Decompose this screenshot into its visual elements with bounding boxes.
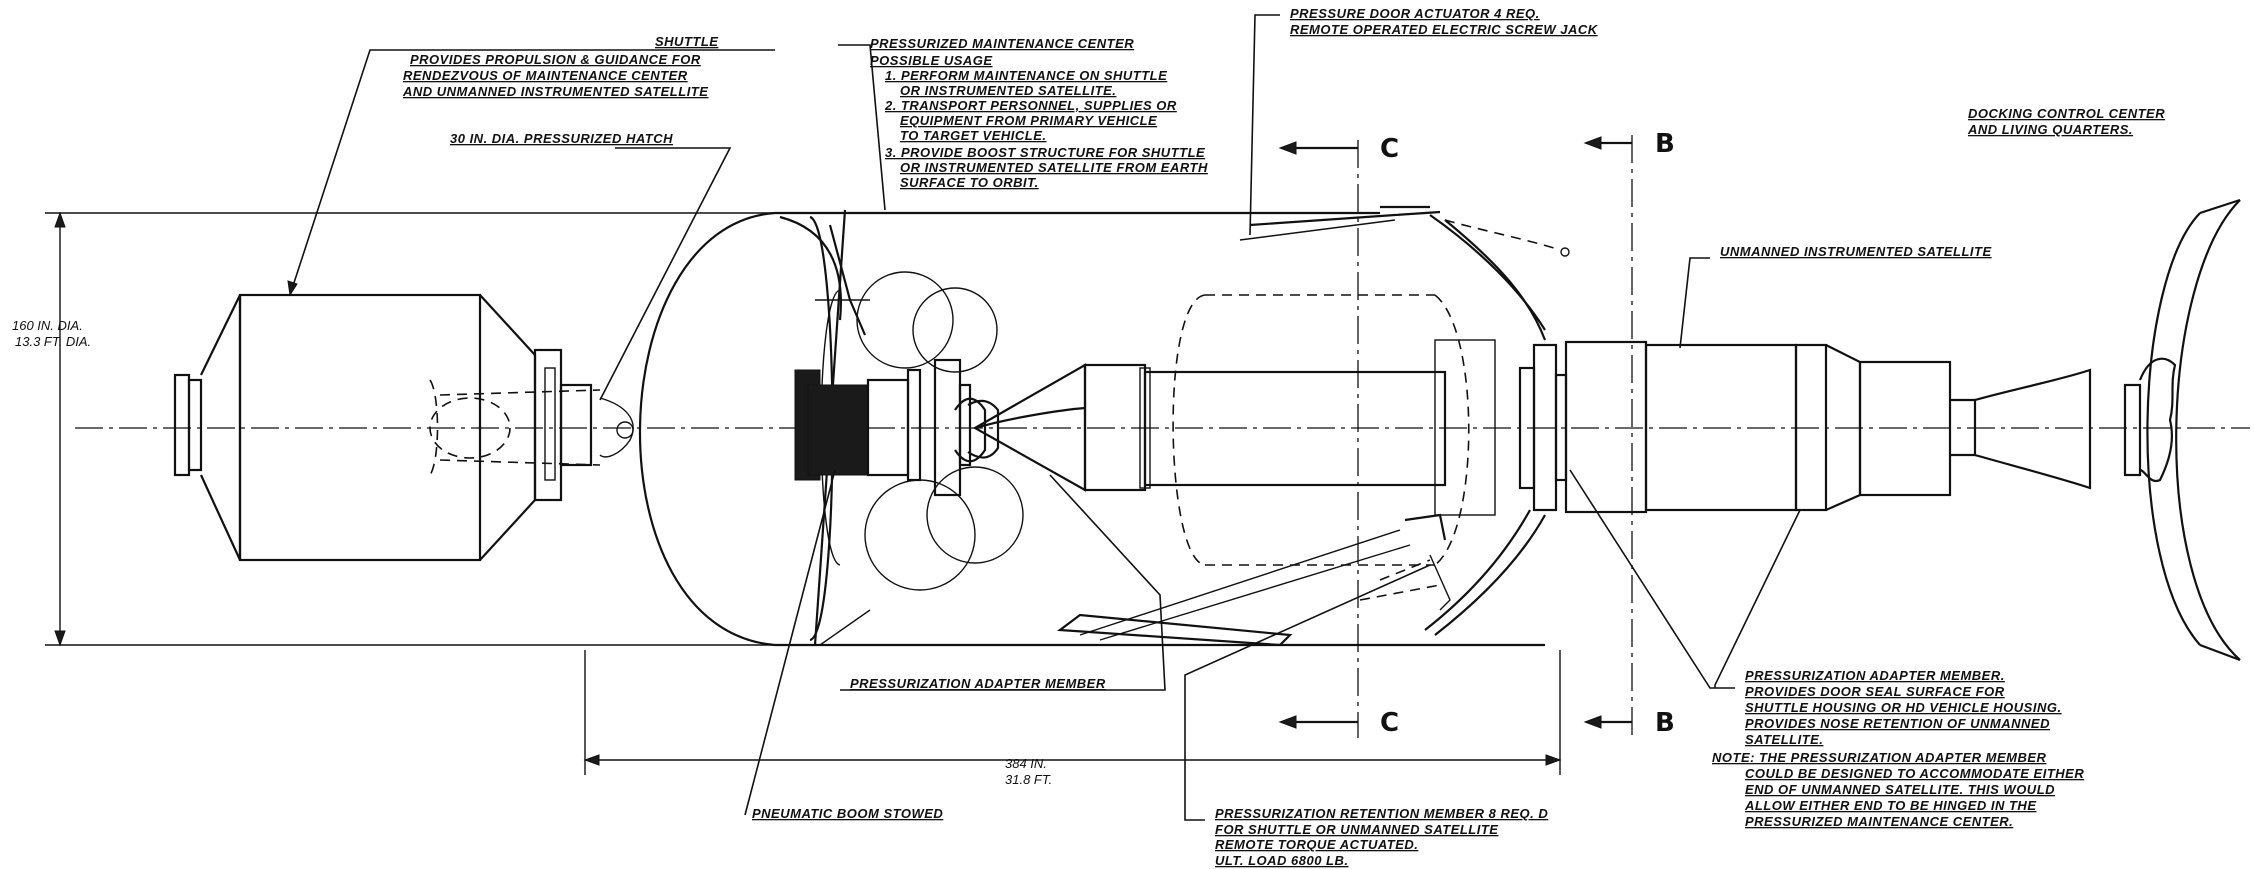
shuttle-desc-2: RENDEZVOUS OF MAINTENANCE CENTER [403, 68, 688, 83]
length-dimension [583, 650, 1562, 775]
retention-1: PRESSURIZATION RETENTION MEMBER 8 REQ. D [1215, 806, 1548, 821]
adapter-note-7: COULD BE DESIGNED TO ACCOMMODATE EITHER [1745, 766, 2084, 781]
shuttle-vehicle [173, 293, 634, 562]
adapter-note-3: SHUTTLE HOUSING OR HD VEHICLE HOUSING. [1745, 700, 2062, 715]
section-b-bottom: B [1655, 708, 1675, 738]
adapter-note-4: PROVIDES NOSE RETENTION OF UNMANNED [1745, 716, 2050, 731]
hatch-label: 30 IN. DIA. PRESSURIZED HATCH [450, 131, 673, 146]
retention-4: ULT. LOAD 6800 LB. [1215, 853, 1348, 868]
maint-item-2c: TO TARGET VEHICLE. [900, 128, 1046, 143]
adapter-note-10: PRESSURIZED MAINTENANCE CENTER. [1745, 814, 2013, 829]
docking-control-center [2123, 198, 2241, 662]
adapter-member-label: PRESSURIZATION ADAPTER MEMBER [850, 676, 1106, 691]
adapter-note-1: PRESSURIZATION ADAPTER MEMBER. [1745, 668, 2005, 683]
diameter-in: 160 IN. DIA. [12, 318, 83, 333]
adapter-note-6: NOTE: THE PRESSURIZATION ADAPTER MEMBER [1712, 750, 2047, 765]
maint-usage: POSSIBLE USAGE [870, 53, 993, 68]
maint-item-1: 1. PERFORM MAINTENANCE ON SHUTTLE [885, 68, 1167, 83]
adapter-note-2: PROVIDES DOOR SEAL SURFACE FOR [1745, 684, 2005, 699]
length-in: 384 IN. [1005, 756, 1047, 771]
adapter-note-8: END OF UNMANNED SATELLITE. THIS WOULD [1745, 782, 2055, 797]
section-c-top: C [1380, 134, 1399, 164]
door-actuator-1: PRESSURE DOOR ACTUATOR 4 REQ. [1290, 6, 1540, 21]
shuttle-desc-1: PROVIDES PROPULSION & GUIDANCE FOR [410, 52, 701, 67]
unmanned-satellite [972, 294, 2092, 566]
docking-label-1: DOCKING CONTROL CENTER [1968, 106, 2165, 121]
retention-2: FOR SHUTTLE OR UNMANNED SATELLITE [1215, 822, 1498, 837]
docking-label-2: AND LIVING QUARTERS. [1967, 122, 2133, 137]
maint-item-2b: EQUIPMENT FROM PRIMARY VEHICLE [900, 113, 1157, 128]
maintenance-center-hull [638, 205, 1545, 647]
maint-item-2: 2. TRANSPORT PERSONNEL, SUPPLIES OR [884, 98, 1177, 113]
docking-mechanism [794, 358, 1000, 497]
maint-item-1b: OR INSTRUMENTED SATELLITE. [900, 83, 1116, 98]
maint-item-3: 3. PROVIDE BOOST STRUCTURE FOR SHUTTLE [885, 145, 1205, 160]
boom-label: PNEUMATIC BOOM STOWED [752, 806, 943, 821]
door-actuator-2: REMOTE OPERATED ELECTRIC SCREW JACK [1290, 22, 1599, 37]
leader-lines [287, 14, 1801, 821]
shuttle-title: SHUTTLE [655, 34, 718, 49]
section-b-top: B [1655, 129, 1675, 159]
length-ft: 31.8 FT. [1005, 772, 1052, 787]
maint-item-3c: SURFACE TO ORBIT. [900, 175, 1039, 190]
adapter-note-9: ALLOW EITHER END TO BE HINGED IN THE [1744, 798, 2037, 813]
section-line-c: C C [1278, 134, 1399, 738]
section-line-b: B B [1583, 129, 1675, 738]
maint-item-3b: OR INSTRUMENTED SATELLITE FROM EARTH [900, 160, 1208, 175]
retention-3: REMOTE TORQUE ACTUATED. [1215, 837, 1418, 852]
maint-title: PRESSURIZED MAINTENANCE CENTER [870, 36, 1134, 51]
section-c-bottom: C [1380, 708, 1399, 738]
pneumatic-boom [856, 271, 1024, 591]
diameter-ft: 13.3 FT. DIA. [15, 334, 91, 349]
unmanned-label: UNMANNED INSTRUMENTED SATELLITE [1720, 244, 1992, 259]
shuttle-desc-3: AND UNMANNED INSTRUMENTED SATELLITE [402, 84, 708, 99]
adapter-note-5: SATELLITE. [1745, 732, 1823, 747]
